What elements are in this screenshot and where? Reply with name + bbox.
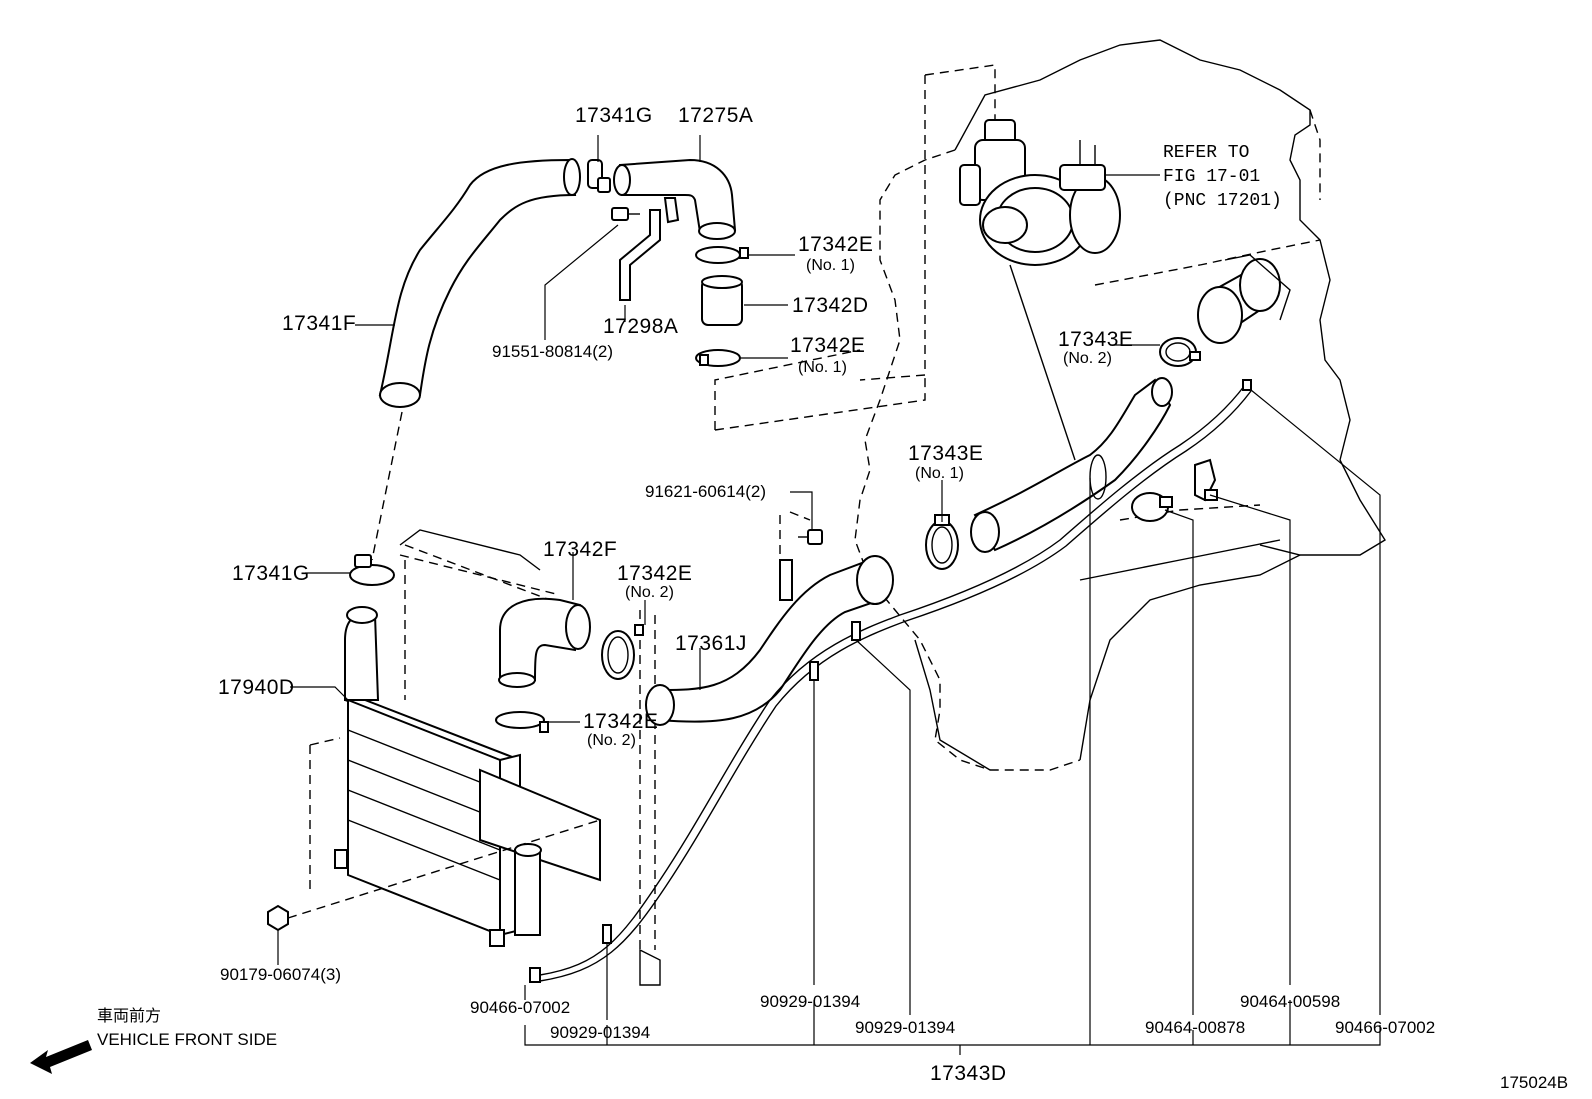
label-90466-right: 90466-07002: [1335, 1018, 1435, 1037]
label-17341G-mid: 17341G: [232, 562, 310, 585]
refer-line-3: (PNC 17201): [1163, 191, 1282, 211]
clamp-17343E-no1: [925, 514, 959, 570]
clamp-17342E-top1: [695, 246, 749, 264]
turbocharger: [959, 119, 1160, 461]
label-17342E-top1: 17342E: [798, 233, 873, 256]
label-90179: 90179-06074(3): [220, 965, 341, 984]
label-17343E-no1: 17343E: [908, 442, 983, 465]
label-17342E-mid: 17342E: [617, 562, 692, 585]
link-dash-17341F: [371, 411, 403, 561]
refer-line-1: REFER TO: [1163, 143, 1249, 163]
label-17940D: 17940D: [218, 676, 295, 699]
label-17342E-top2-sub: (No. 1): [798, 359, 847, 376]
radiator-frame: [309, 529, 661, 986]
label-17342D: 17342D: [792, 294, 869, 317]
fitting-90929-b: [809, 661, 819, 681]
label-17343E-no2: 17343E: [1058, 328, 1133, 351]
label-17342E-mid-sub: (No. 2): [625, 584, 674, 601]
label-91551: 91551-80814(2): [492, 342, 613, 361]
label-17342E-low: 17342E: [583, 710, 658, 733]
clamp-17341G-mid: [349, 554, 395, 586]
refer-line-2: FIG 17-01: [1163, 167, 1260, 187]
hose-turbo-outlet: [970, 377, 1173, 553]
bracket-17298A: [619, 209, 661, 301]
clip-90464-00598: [1194, 458, 1218, 502]
clamp-17342E-low: [495, 711, 549, 733]
label-17298A: 17298A: [603, 315, 678, 338]
label-17342E-top1-sub: (No. 1): [806, 257, 855, 274]
hose-17343D: [529, 379, 1252, 983]
bolt-91551: [611, 207, 640, 221]
pipe-17275A: [613, 158, 737, 240]
label-17342E-low-sub: (No. 2): [587, 732, 636, 749]
link-dash-radiator: [399, 554, 561, 596]
label-90464-00598: 90464-00598: [1240, 992, 1340, 1011]
label-17341F: 17341F: [282, 312, 356, 335]
label-17341G-top: 17341G: [575, 104, 653, 127]
label-17361J: 17361J: [675, 632, 747, 655]
fitting-90929-c: [851, 621, 861, 641]
hose-17341F: [378, 158, 581, 408]
label-17275A: 17275A: [678, 104, 753, 127]
label-17343E-no2-sub: (No. 2): [1063, 350, 1112, 367]
front-label-en: VEHICLE FRONT SIDE: [97, 1030, 277, 1049]
arrow-left-down-icon: [30, 1040, 92, 1074]
label-90466-left: 90466-07002: [470, 998, 570, 1017]
fitting-90929-a: [602, 924, 612, 944]
intercooler-17940D: [334, 606, 601, 947]
label-17342F: 17342F: [543, 538, 617, 561]
clamp-17342E-mid: [601, 624, 644, 680]
leader-lines: [277, 135, 1381, 1055]
clamp-17342E-top2: [695, 349, 741, 367]
hose-17342F: [498, 597, 591, 688]
label-90929-b: 90929-01394: [760, 992, 860, 1011]
label-17343E-no1-sub: (No. 1): [915, 465, 964, 482]
label-17342E-top2: 17342E: [790, 334, 865, 357]
label-17343D: 17343D: [930, 1062, 1007, 1085]
label-90929-c: 90929-01394: [855, 1018, 955, 1037]
vehicle-front-indicator: 車両前方 VEHICLE FRONT SIDE: [30, 1006, 277, 1074]
clamp-17343E-no2: [1159, 337, 1201, 367]
engine-outline: [714, 39, 1386, 771]
label-91621: 91621-60614(2): [645, 482, 766, 501]
clip-90464-00878: [1131, 492, 1173, 522]
engine-intake-pipe: [1197, 254, 1291, 344]
front-label-jp: 車両前方: [97, 1006, 161, 1025]
clamp-17341G-top: [587, 159, 611, 193]
nut-90179: [267, 819, 601, 932]
bolt-91621: [779, 511, 823, 560]
pipe-17361J: [645, 555, 894, 726]
hose-17342D: [701, 275, 743, 326]
part-labels: 17341G 17275A 17342E (No. 1) 17342D 1734…: [218, 104, 1435, 1085]
figure-id: 175024B: [1500, 1073, 1568, 1092]
label-90929-a: 90929-01394: [550, 1023, 650, 1042]
label-90464-00878: 90464-00878: [1145, 1018, 1245, 1037]
